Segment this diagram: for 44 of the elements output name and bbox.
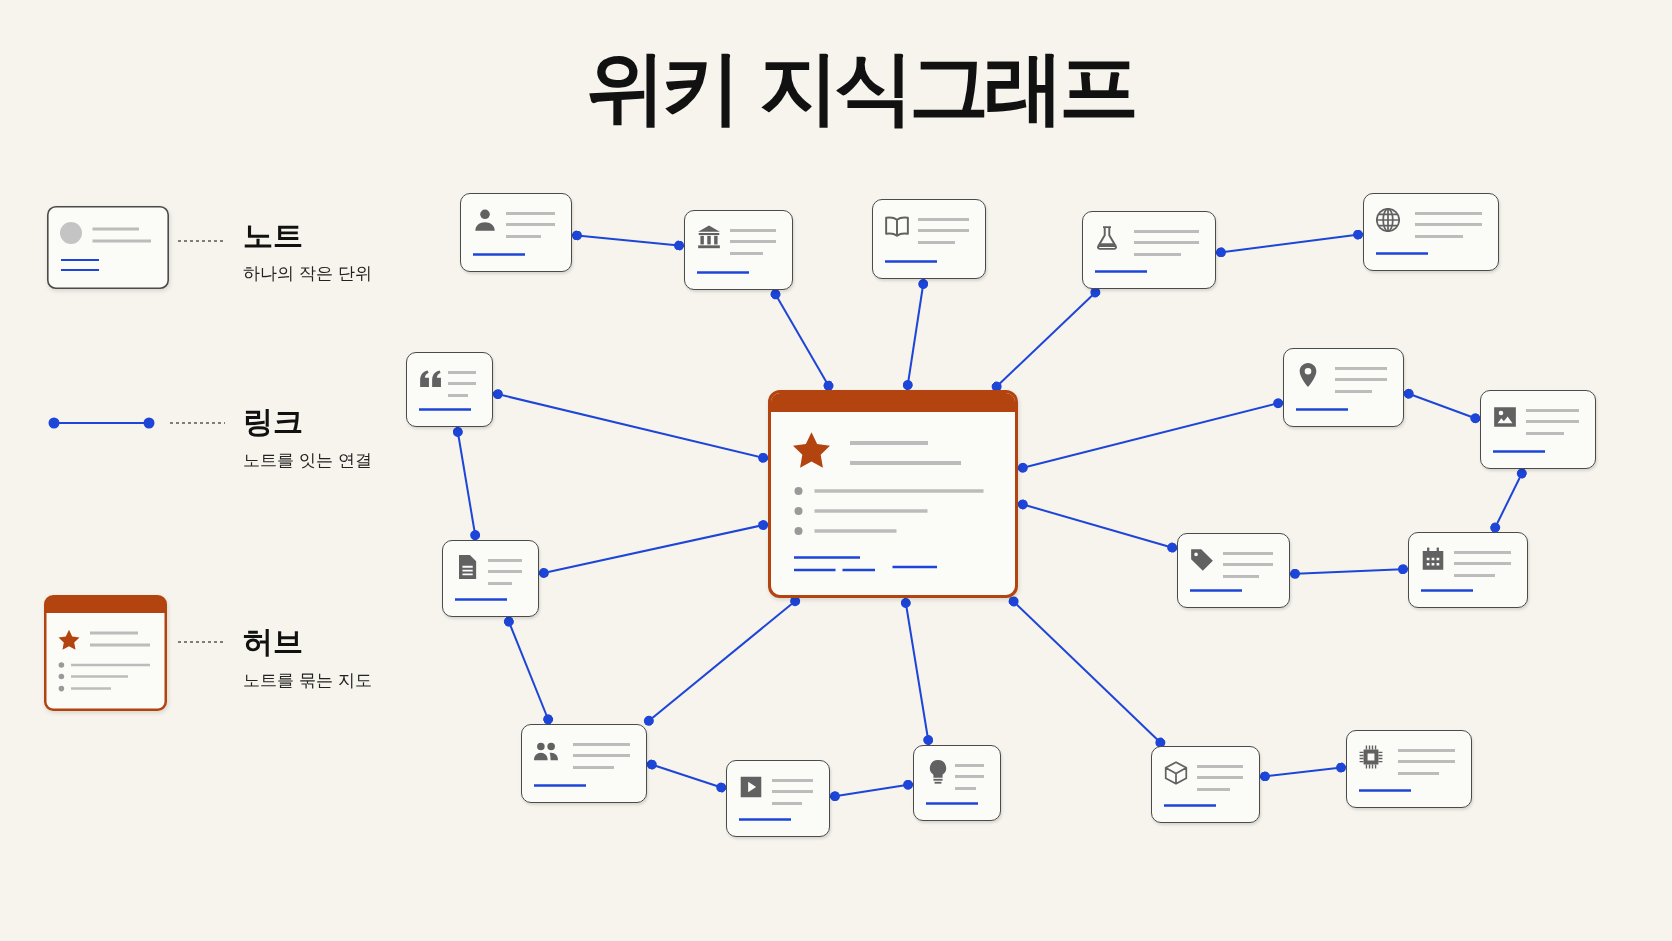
legend-description: 노트를 묶는 지도 bbox=[243, 673, 373, 690]
link-line bbox=[900, 597, 934, 746]
note-card bbox=[684, 210, 793, 290]
link-line bbox=[1403, 388, 1481, 424]
link-line bbox=[1259, 762, 1347, 782]
link-line bbox=[1008, 596, 1166, 748]
note-card bbox=[521, 724, 647, 803]
link-line bbox=[571, 230, 685, 251]
note-card bbox=[1363, 193, 1499, 271]
link-line bbox=[991, 287, 1101, 392]
legend-label: 링크 bbox=[243, 407, 303, 437]
note-card bbox=[726, 760, 830, 837]
note-card bbox=[460, 193, 572, 272]
hub-card bbox=[768, 390, 1018, 598]
legend-description: 하나의 작은 단위 bbox=[243, 266, 373, 283]
link-line bbox=[1017, 499, 1178, 553]
note-card bbox=[1480, 390, 1596, 469]
note-card bbox=[1082, 211, 1216, 289]
link-line bbox=[1289, 564, 1409, 579]
note-card bbox=[1346, 730, 1472, 808]
link-line bbox=[538, 520, 769, 578]
note-card bbox=[1283, 348, 1404, 427]
link-line bbox=[902, 278, 929, 391]
legend-label: 허브 bbox=[243, 627, 303, 657]
note-card bbox=[1177, 533, 1290, 608]
note-card bbox=[913, 745, 1001, 821]
note-card bbox=[872, 199, 986, 279]
link-line bbox=[492, 389, 769, 463]
link-line bbox=[829, 779, 914, 802]
title: 위키 지식그래프 bbox=[586, 48, 1134, 128]
legend-label: 노트 bbox=[243, 221, 303, 251]
link-line bbox=[452, 426, 481, 541]
note-card bbox=[406, 352, 493, 427]
link-line bbox=[1215, 229, 1364, 258]
link-line bbox=[503, 616, 554, 725]
link-line bbox=[643, 596, 801, 726]
link-line bbox=[1490, 468, 1527, 533]
note-card bbox=[1151, 746, 1260, 823]
legend-description: 노트를 잇는 연결 bbox=[243, 453, 373, 470]
note-card bbox=[1408, 532, 1528, 608]
link-line bbox=[646, 759, 727, 793]
note-card bbox=[442, 540, 539, 617]
link-line bbox=[770, 289, 834, 391]
link-line bbox=[1017, 398, 1284, 473]
